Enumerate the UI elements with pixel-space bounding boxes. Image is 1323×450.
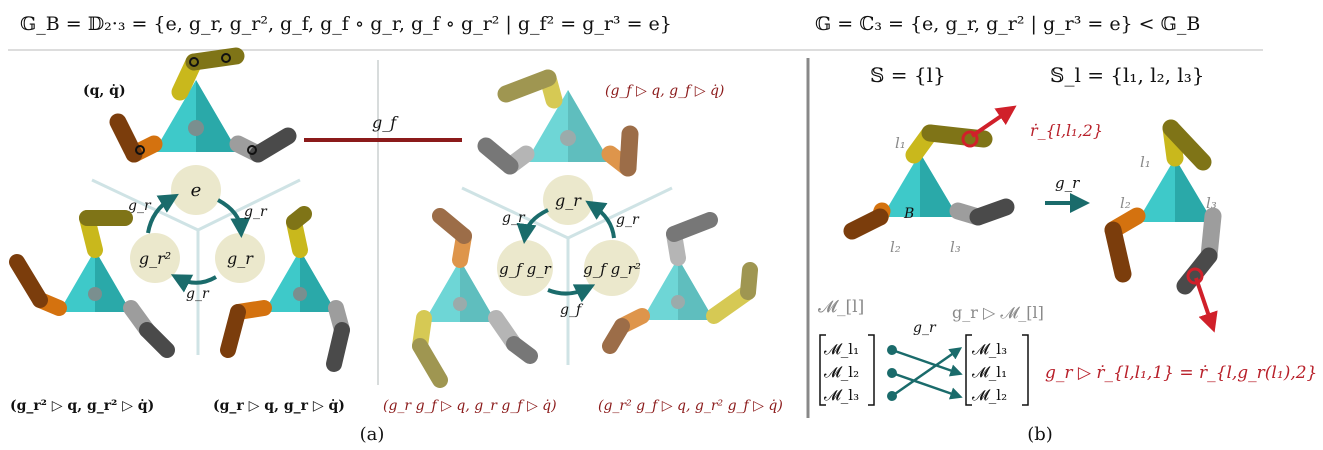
matrix-bracket	[868, 334, 875, 406]
set-s: 𝕊 = {l}	[870, 63, 946, 87]
header: 𝔾_B = 𝔻₂·₃ = {e, g_r, g_r², g_f, g_f ∘ g…	[8, 13, 1263, 51]
perm-arrows	[887, 345, 963, 401]
cycle-arrow	[547, 284, 596, 303]
robot-gr2	[9, 210, 175, 358]
set-sl: 𝕊_l = {l₁, l₂, l₃}	[1050, 63, 1204, 87]
state-label-grgf: (g_r g_f ▷ q, g_r g_f ▷ q̇)	[383, 398, 557, 414]
action-label: g_r	[1055, 174, 1080, 192]
right-cycle-guides	[461, 186, 673, 365]
cycle-arrow	[217, 198, 251, 238]
velocity-label: ṙ_{l,l₁,2}	[1030, 121, 1103, 140]
left-cycle-guides	[91, 178, 301, 355]
velocity-arrow-transformed	[1194, 277, 1218, 333]
cycle-arrow-label: g_r	[502, 210, 526, 226]
cycle-arrow-label: g_r	[244, 204, 268, 220]
robot-grgf	[412, 208, 538, 388]
cycle-arrow-label: g_r	[616, 212, 640, 228]
cycle-node-e	[171, 165, 221, 215]
matrix-right-entry: 𝓜_l₂	[972, 386, 1007, 404]
cycle-arrow-label: g_f	[560, 302, 584, 318]
matrix-bracket	[1022, 334, 1029, 406]
cycle-node-gr	[215, 233, 265, 283]
matrix-bracket	[965, 334, 972, 406]
cycle-arrow-label: g_r	[186, 286, 210, 302]
cycle-node-gr-top-label: g_r	[555, 191, 582, 210]
robot-gr2gf	[602, 212, 758, 354]
cycle-arrow	[585, 200, 616, 239]
cycle-node-gfgr2	[584, 240, 640, 296]
matrix-left-entry: 𝓜_l₁	[824, 340, 859, 358]
robot-gf	[477, 69, 639, 177]
velocity-arrow	[970, 105, 1017, 138]
leg-label-left: l₁	[895, 134, 906, 152]
panel-a: g_f e g_r g_r² g_r g_r g_r	[9, 47, 783, 445]
leg-label-left: l₂	[890, 238, 901, 256]
state-label-gf: (g_f ▷ q, g_f ▷ q̇)	[605, 83, 724, 99]
state-label-gr2: (g_r² ▷ q, g_r² ▷ q̇)	[10, 397, 154, 414]
matrix-right-entry: 𝓜_l₁	[972, 363, 1007, 381]
panel-b: 𝕊 = {l} 𝕊_l = {l₁, l₂, l₃} ṙ_{l,l₁,2} B …	[818, 63, 1317, 445]
leg-label-right: l₃	[1206, 194, 1217, 212]
leg-label-right: l₁	[1140, 153, 1151, 171]
leg-label-right: l₂	[1120, 194, 1131, 212]
group-definition-right: 𝔾 = ℂ₃ = {e, g_r, g_r² | g_r³ = e} < 𝔾_B	[815, 13, 1200, 35]
robot-identity	[109, 47, 297, 163]
cycle-node-gfgr2-label: g_f g_r²	[583, 260, 641, 278]
reflection-label: g_f	[372, 113, 399, 132]
group-definition-left: 𝔾_B = 𝔻₂·₃ = {e, g_r, g_r², g_f, g_f ∘ g…	[20, 13, 672, 35]
cycle-node-e-label: e	[191, 180, 202, 201]
left-cycle: e g_r g_r² g_r g_r g_r	[128, 165, 268, 302]
cycle-arrow	[516, 208, 549, 244]
state-label-gr2gf: (g_r² g_f ▷ q, g_r² g_f ▷ q̇)	[598, 398, 783, 414]
panel-a-caption: (a)	[360, 424, 385, 445]
perm-right-title: g_r ▷ 𝓜_[l]	[952, 303, 1044, 322]
cycle-node-gr2-label: g_r²	[139, 249, 171, 268]
cycle-node-gfgr-label: g_f g_r	[499, 260, 552, 278]
matrix-bracket	[819, 334, 826, 406]
state-label-gr: (g_r ▷ q, g_r ▷ q̇)	[213, 397, 345, 414]
panel-b-caption: (b)	[1027, 424, 1053, 445]
robot-b-left	[843, 124, 1015, 240]
state-label-identity: (q, q̇)	[83, 82, 126, 99]
robot-b-right	[1104, 119, 1222, 295]
base-label: B	[903, 206, 914, 222]
perm-arrow-label: g_r	[913, 320, 937, 336]
perm-left-title: 𝓜_[l]	[818, 297, 864, 317]
cycle-arrow	[170, 274, 218, 293]
robot-gr	[220, 206, 350, 372]
cycle-arrow-label: g_r	[128, 198, 152, 214]
cycle-node-gr-label: g_r	[227, 249, 254, 268]
matrix-left-entry: 𝓜_l₃	[824, 386, 859, 404]
leg-label-left: l₃	[950, 238, 961, 256]
cycle-node-gr-top	[543, 175, 593, 225]
matrix-left-entry: 𝓜_l₂	[824, 363, 859, 381]
cycle-node-gr2	[130, 233, 180, 283]
cycle-node-gfgr	[497, 240, 553, 296]
right-cycle: g_r g_f g_r g_f g_r² g_r g_r g_f	[497, 175, 641, 318]
equivariance-equation: g_r ▷ ṙ_{l,l₁,1} = ṙ_{l,g_r(l₁),2}	[1045, 363, 1317, 383]
matrix-right-entry: 𝓜_l₃	[972, 340, 1007, 358]
cycle-arrow	[146, 193, 179, 234]
